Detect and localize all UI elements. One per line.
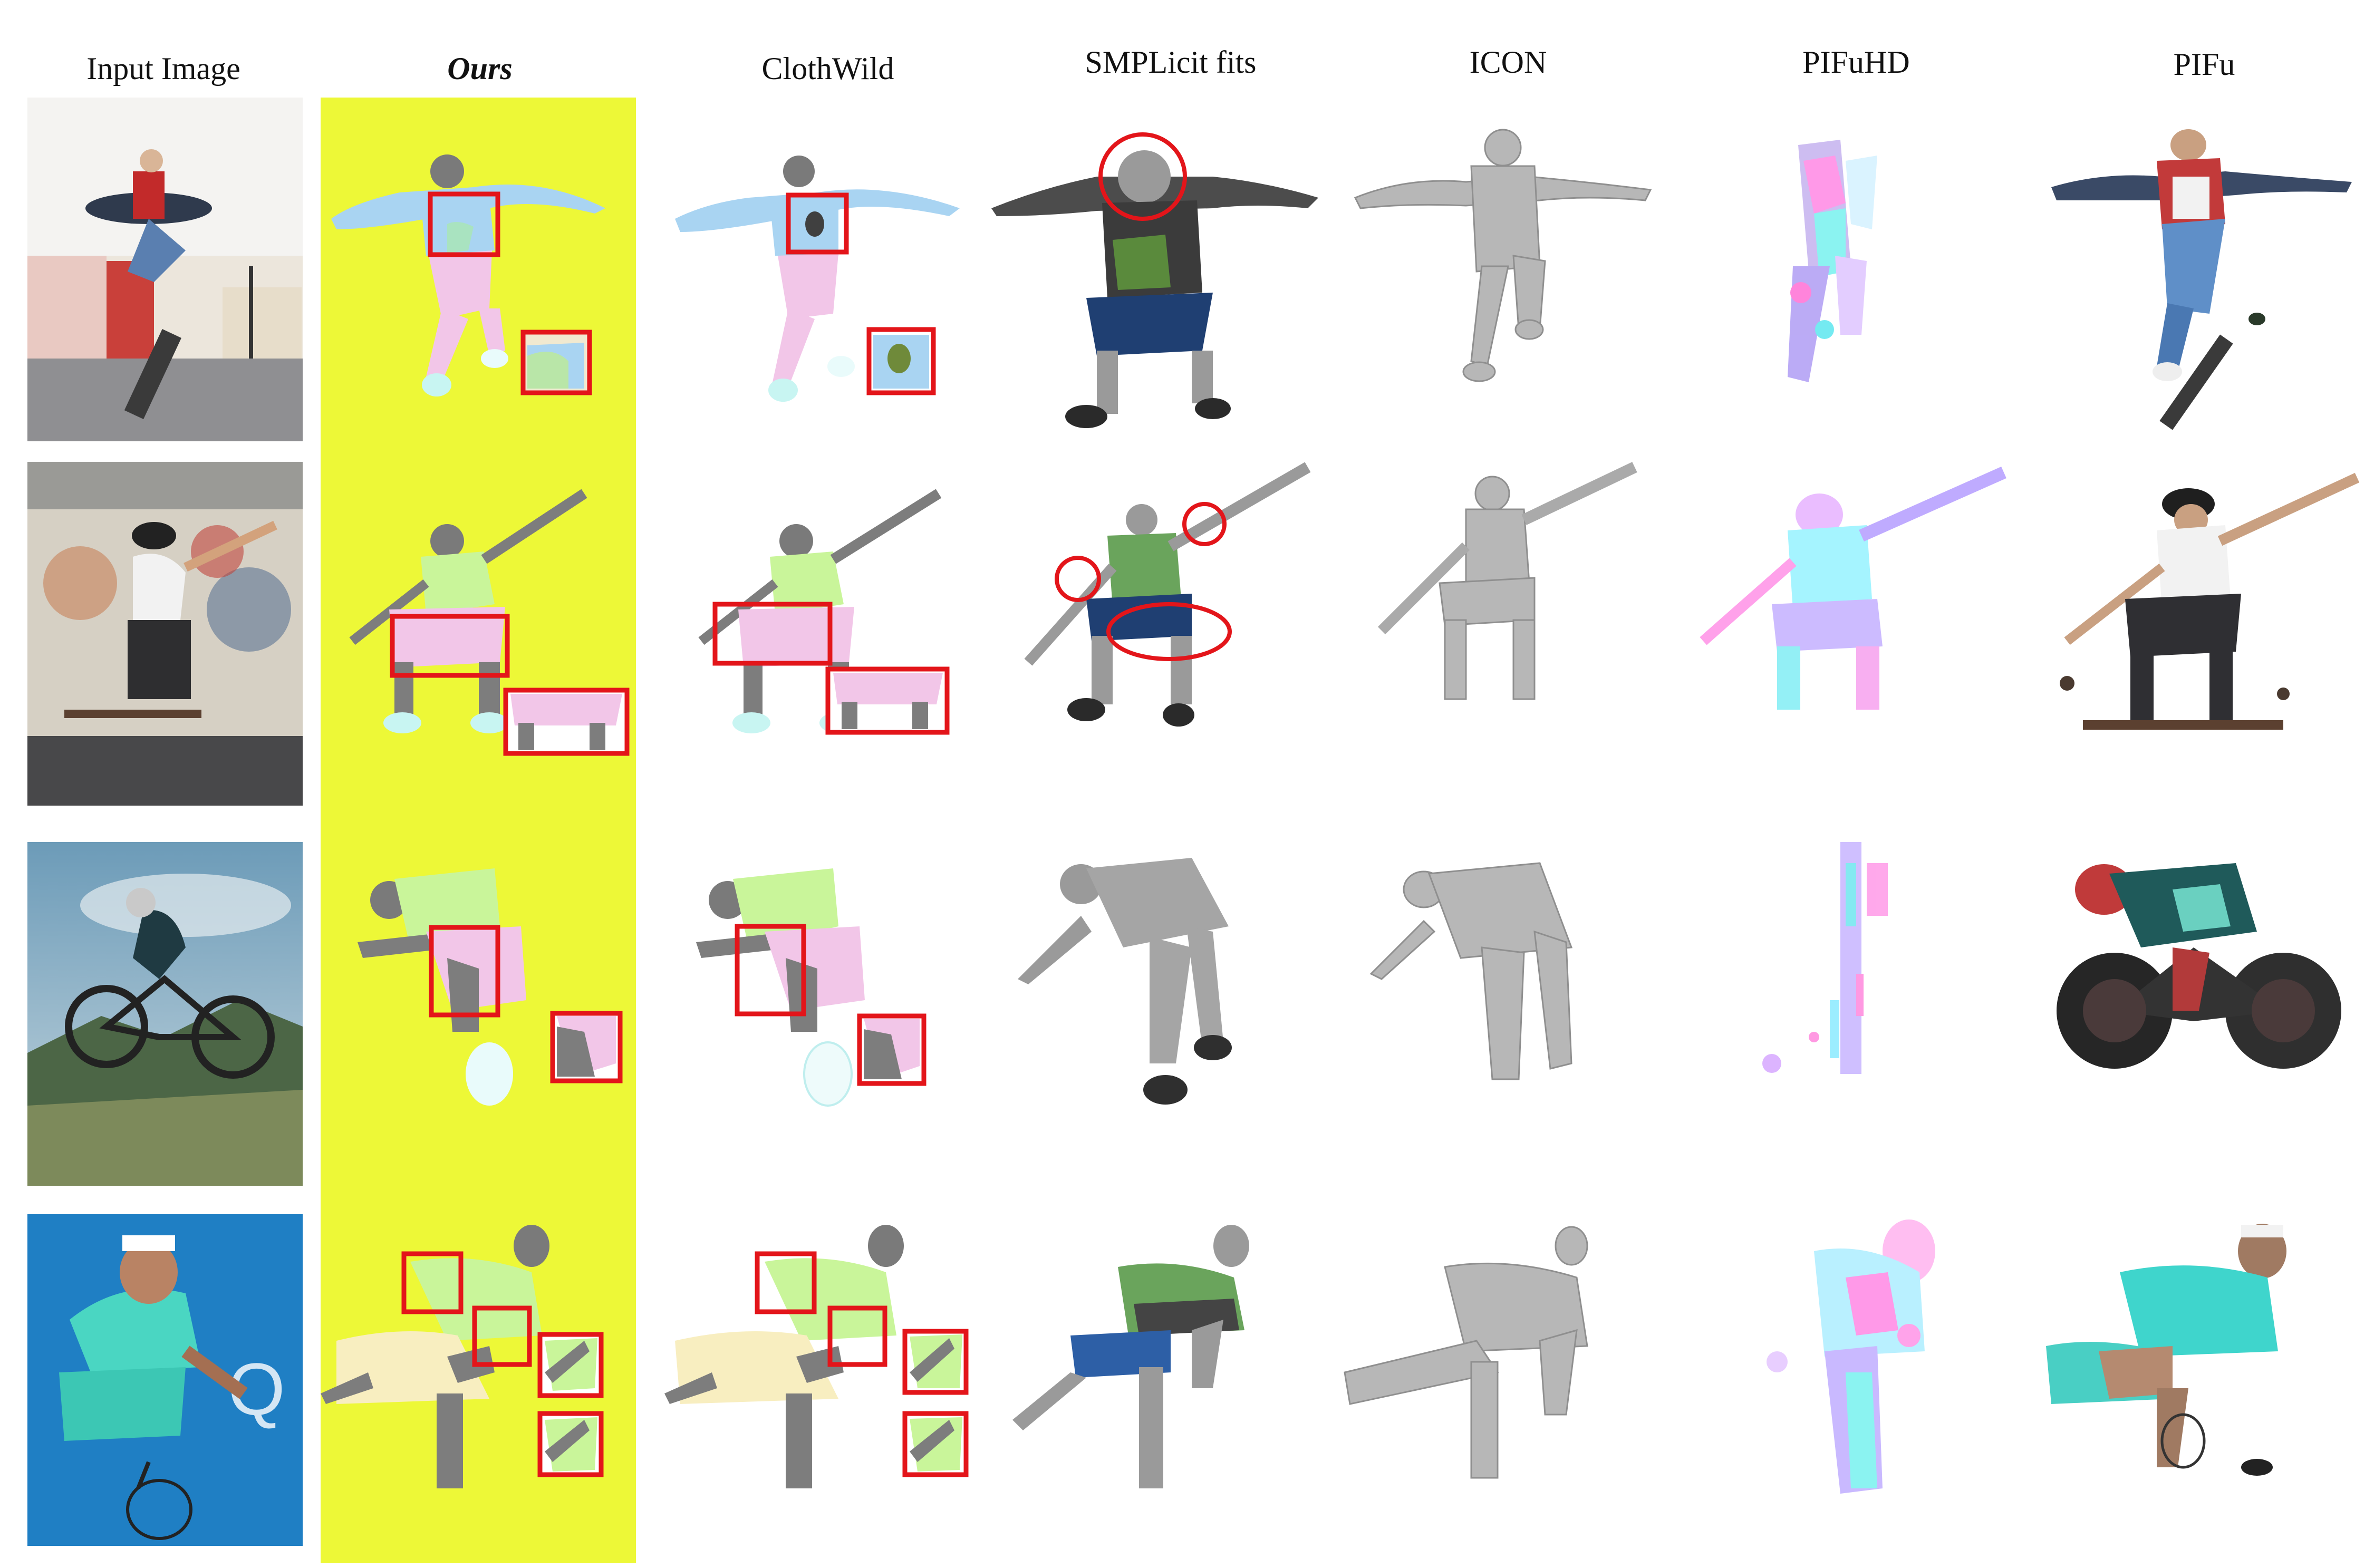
icon-row1	[1339, 98, 1677, 440]
icon-row2	[1339, 462, 1677, 805]
clothwild-row4	[664, 1214, 991, 1557]
pifu-row2	[2035, 462, 2373, 805]
ours-row1	[321, 98, 636, 440]
pifuhd-row2	[1687, 462, 2025, 805]
ours-row4	[321, 1214, 636, 1557]
pifuhd-row3	[1687, 842, 2025, 1185]
pifuhd-row1	[1687, 98, 2025, 440]
input-photo-row3	[27, 842, 303, 1186]
smplicit-row1	[991, 98, 1329, 440]
clothwild-row1	[664, 98, 991, 440]
input-photo-row4: Q	[27, 1214, 303, 1546]
ours-row3	[321, 842, 636, 1185]
input-photo-row2	[27, 462, 303, 806]
header-clothwild: ClothWild	[761, 51, 894, 86]
header-input-image: Input Image	[86, 51, 240, 86]
header-pifuhd: PIFuHD	[1802, 45, 1910, 80]
clothwild-row2	[664, 462, 991, 805]
smplicit-row3	[991, 842, 1329, 1185]
pifu-row4	[2035, 1214, 2373, 1557]
header-smplicit-fits: SMPLicit fits	[1085, 45, 1257, 80]
header-pifu: PIFu	[2173, 47, 2235, 82]
icon-row3	[1339, 842, 1677, 1185]
pifuhd-row4	[1687, 1214, 2025, 1557]
ours-row2	[321, 462, 636, 805]
smplicit-row2	[991, 462, 1329, 805]
smplicit-row4	[991, 1214, 1329, 1557]
icon-row4	[1339, 1214, 1677, 1557]
pifu-row1	[2035, 98, 2373, 440]
pifu-row3	[2035, 842, 2373, 1185]
clothwild-row3	[664, 842, 991, 1185]
header-icon: ICON	[1469, 45, 1547, 80]
input-photo-row1	[27, 98, 303, 441]
header-ours: Ours	[447, 51, 513, 86]
